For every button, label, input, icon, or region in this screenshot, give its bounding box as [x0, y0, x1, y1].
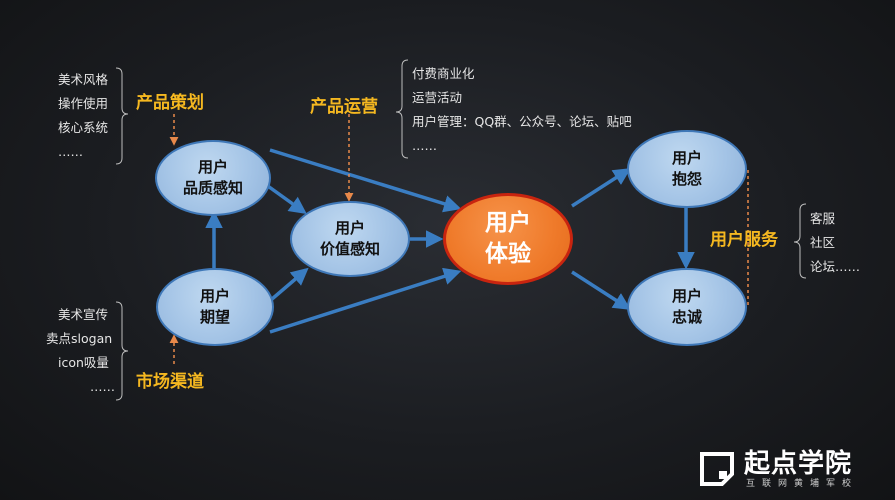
node-loyalty-line2: 忠诚 — [671, 308, 702, 326]
node-loyalty: 用户 忠诚 — [627, 268, 747, 346]
list-planning: 美术风格 操作使用 核心系统 …… — [58, 68, 108, 164]
list-channel: 美术宣传 卖点slogan icon吸量 …… — [46, 303, 115, 399]
list-item: …… — [412, 138, 437, 153]
arrow-experience-to-complain — [571, 168, 631, 208]
logo-tagline: 互联网黄埔军校 — [746, 479, 859, 489]
label-product-planning: 产品策划 — [136, 93, 204, 113]
list-item: 卖点slogan — [46, 331, 113, 346]
node-loyalty-line1: 用户 — [671, 287, 702, 305]
node-quality-line1: 用户 — [197, 158, 228, 176]
label-market-channel: 市场渠道 — [136, 372, 204, 392]
list-item: 论坛…… — [810, 259, 861, 274]
list-item: 操作使用 — [58, 96, 109, 111]
node-complaint: 用户 抱怨 — [627, 130, 747, 208]
logo-mark-icon — [700, 452, 734, 486]
label-user-service: 用户服务 — [710, 230, 778, 250]
arrow-quality-to-experience — [269, 148, 462, 213]
list-service: 客服 社区 论坛…… — [810, 207, 860, 279]
brace-ops — [395, 59, 409, 159]
node-expectation: 用户 期望 — [156, 268, 274, 346]
arrow-expect-to-experience — [269, 267, 462, 334]
node-experience-line1: 用户 — [485, 210, 531, 236]
arrow-quality-to-value — [263, 182, 307, 215]
brace-service — [793, 203, 807, 279]
list-item: 用户管理：QQ群、公众号、论坛、贴吧 — [412, 114, 632, 129]
list-operations: 付费商业化 运营活动 用户管理：QQ群、公众号、论坛、贴吧 …… — [412, 62, 632, 158]
list-item: 客服 — [810, 211, 836, 226]
node-value-perception: 用户 价值感知 — [290, 201, 410, 277]
node-expect-line2: 期望 — [199, 308, 230, 326]
list-item: 付费商业化 — [412, 66, 475, 81]
list-item: 美术宣传 — [58, 307, 109, 322]
list-item: 运营活动 — [412, 90, 463, 105]
node-value-line2: 价值感知 — [319, 240, 380, 258]
label-product-operations: 产品运营 — [310, 97, 378, 117]
node-expect-line1: 用户 — [199, 287, 230, 305]
list-item: 美术风格 — [58, 72, 109, 87]
node-complain-line2: 抱怨 — [671, 170, 702, 188]
node-quality-line2: 品质感知 — [182, 179, 243, 197]
list-item: 核心系统 — [58, 120, 109, 135]
node-value-line1: 用户 — [334, 219, 365, 237]
brand-logo: 起点学院 互联网黄埔军校 — [700, 450, 880, 490]
list-item: …… — [90, 379, 115, 394]
list-item: icon吸量 — [58, 355, 109, 370]
list-item: …… — [58, 144, 83, 159]
node-user-experience: 用户 体验 — [443, 193, 573, 285]
arrow-experience-to-loyalty — [571, 270, 631, 310]
list-item: 社区 — [810, 235, 836, 250]
brace-channel — [115, 301, 129, 401]
logo-name: 起点学院 — [744, 449, 853, 479]
node-complain-line1: 用户 — [671, 149, 702, 167]
node-experience-line2: 体验 — [485, 241, 531, 267]
brace-planning — [115, 67, 129, 165]
node-quality-perception: 用户 品质感知 — [155, 140, 271, 216]
